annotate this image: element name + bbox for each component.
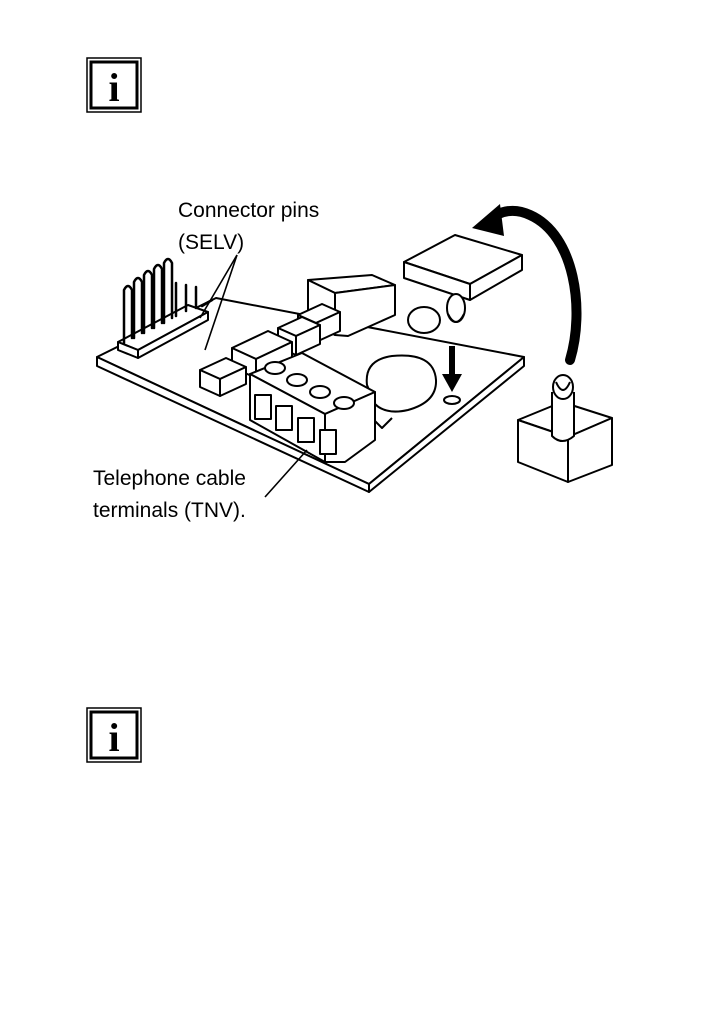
relay-component — [308, 275, 395, 293]
connector-label-line-1: Connector pins — [178, 195, 319, 227]
telephone-label-line-2: terminals (TNV). — [93, 495, 246, 527]
capacitor — [408, 307, 440, 333]
connector-leader-line — [205, 255, 237, 350]
curved-arrow — [490, 211, 577, 360]
info-icon: i — [86, 707, 142, 763]
info-icon: i — [86, 57, 142, 113]
svg-text:i: i — [108, 65, 119, 110]
pin-header-base — [118, 305, 208, 350]
svg-text:i: i — [108, 715, 119, 760]
mounting-hole — [444, 396, 460, 404]
spacer-pad — [404, 235, 522, 284]
connector-pins — [124, 259, 212, 343]
connector-label-line-2: (SELV) — [178, 227, 319, 259]
circuit-board — [97, 298, 524, 484]
small-connector — [298, 304, 340, 323]
telephone-terminals-label: Telephone cable terminals (TNV). — [93, 463, 246, 527]
telephone-leader-line — [265, 450, 307, 497]
telephone-terminal-block — [250, 353, 375, 414]
telephone-label-line-1: Telephone cable — [93, 463, 246, 495]
varistor — [367, 356, 436, 412]
down-arrow — [442, 346, 462, 392]
connector-pins-label: Connector pins (SELV) — [178, 195, 319, 259]
spacer-standalone — [518, 402, 612, 437]
